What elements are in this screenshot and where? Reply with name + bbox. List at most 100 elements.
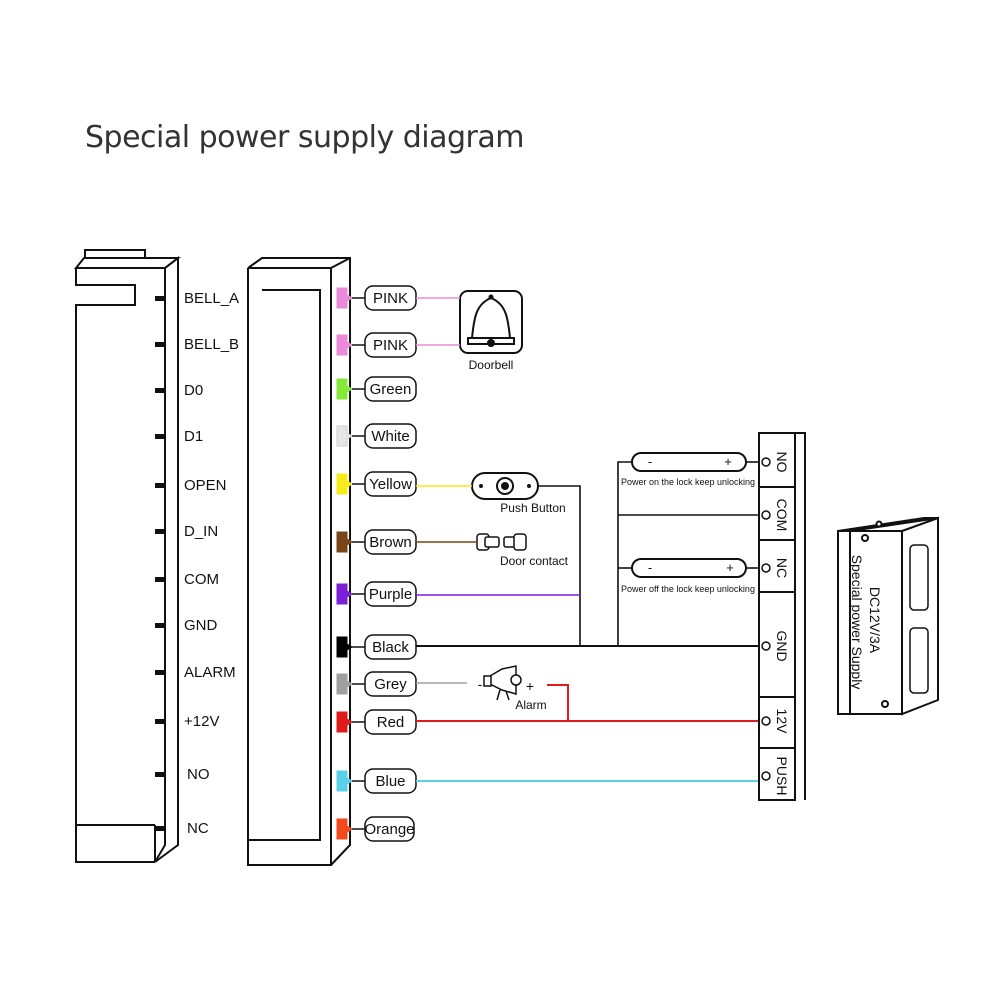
wire-label: PINK xyxy=(373,290,408,307)
reader-housing xyxy=(73,249,181,863)
wire-label-box xyxy=(364,376,417,402)
alarm-plus-wire xyxy=(547,684,759,722)
push-button-return xyxy=(538,485,581,646)
terminal-label-com: COM xyxy=(184,571,219,588)
doorbell-label: Doorbell xyxy=(469,358,514,372)
screw-terminal-icon xyxy=(761,457,771,467)
wire-label-box xyxy=(364,423,417,449)
alarm-siren: - + Alarm xyxy=(478,665,547,712)
terminal-tick xyxy=(155,623,164,628)
terminal-label-12v: +12V xyxy=(184,713,219,730)
wire-blue-10: Blue xyxy=(336,768,417,794)
wire-label: Grey xyxy=(374,676,407,693)
door-contact-label: Door contact xyxy=(500,554,569,568)
terminal-tick xyxy=(155,342,164,347)
terminal-tick xyxy=(155,529,164,534)
wire-color-marker xyxy=(336,770,353,792)
terminal-label-din: D_IN xyxy=(184,523,218,540)
wire-label-box xyxy=(364,816,415,842)
wire-label-box xyxy=(364,581,417,607)
terminal-tick xyxy=(155,296,164,301)
wire-brown-5: Brown xyxy=(336,529,417,555)
siren-icon xyxy=(483,665,522,701)
wire-color-marker xyxy=(336,473,353,495)
lock-on-minus: - xyxy=(648,454,652,469)
wire-grey-8: Grey xyxy=(336,671,417,697)
power-supply-box xyxy=(837,516,939,716)
power-supply-name: Special power Supply xyxy=(849,555,865,690)
lock-power-on: - + Power on the lock keep unlocking xyxy=(621,452,755,487)
screw-icon xyxy=(861,534,869,542)
wire-color-marker xyxy=(336,425,353,447)
wire-label-box xyxy=(364,671,417,697)
wire-connectors: PINKPINKGreenWhiteYellowBrownPurpleBlack… xyxy=(336,285,417,842)
screw-terminal-icon xyxy=(761,641,771,651)
lock-off-caption: Power off the lock keep unlocking xyxy=(621,584,755,594)
wire-label: Yellow xyxy=(369,476,412,493)
terminal-tick xyxy=(155,772,164,777)
wire-red-9: Red xyxy=(336,709,417,735)
screw-terminal-icon xyxy=(761,771,771,781)
wire-black-7: Black xyxy=(336,634,417,660)
terminal-tick xyxy=(155,434,164,439)
terminal-labels: BELL_ABELL_BD0D1OPEND_INCOMGNDALARM+12VN… xyxy=(155,290,239,837)
wire-label: Blue xyxy=(375,773,405,790)
terminal-tick xyxy=(155,670,164,675)
wire-color-marker xyxy=(336,334,353,356)
power-terminal-gnd: GND xyxy=(774,630,790,661)
wiring-lines xyxy=(416,297,759,782)
screw-terminal-icon xyxy=(761,563,771,573)
power-terminal-strip xyxy=(758,432,806,801)
alarm-label: Alarm xyxy=(515,698,546,712)
lock-power-off: - + Power off the lock keep unlocking xyxy=(621,558,755,594)
wire-color-marker xyxy=(336,636,353,658)
power-terminal-12v: 12V xyxy=(774,709,790,735)
wire-pink-1: PINK xyxy=(336,332,417,358)
terminal-label-bellb: BELL_B xyxy=(184,336,239,353)
wire-yellow-4: Yellow xyxy=(336,471,417,497)
terminal-label-open: OPEN xyxy=(184,477,227,494)
lock-off-plus: + xyxy=(726,560,734,575)
terminal-label-alarm: ALARM xyxy=(184,664,236,681)
terminal-label-nc: NC xyxy=(187,820,209,837)
push-button: Push Button xyxy=(471,472,566,515)
terminal-label-d0: D0 xyxy=(184,382,203,399)
lock-network-left xyxy=(617,461,632,646)
page-title: Special power supply diagram xyxy=(85,120,525,155)
screw-icon xyxy=(875,520,883,528)
wire-label-box xyxy=(364,471,417,497)
power-terminal-no: NO xyxy=(774,452,790,473)
alarm-plus: + xyxy=(526,678,534,694)
terminal-tick xyxy=(155,719,164,724)
power-terminal-push: PUSH xyxy=(774,757,790,796)
wire-label: Brown xyxy=(369,534,412,551)
terminal-label-d1: D1 xyxy=(184,428,203,445)
lock-off-minus: - xyxy=(648,560,652,575)
bell-icon xyxy=(467,294,515,347)
screw-terminal-icon xyxy=(761,716,771,726)
wire-label: Red xyxy=(377,714,405,731)
wire-white-3: White xyxy=(336,423,417,449)
terminal-tick xyxy=(155,483,164,488)
terminal-label-bella: BELL_A xyxy=(184,290,239,307)
terminal-tick xyxy=(155,826,164,831)
lock-on-caption: Power on the lock keep unlocking xyxy=(621,477,755,487)
screw-icon xyxy=(881,700,889,708)
wire-orange-11: Orange xyxy=(336,816,415,842)
wire-label: Black xyxy=(372,639,409,656)
wire-label: Purple xyxy=(369,586,412,603)
wire-color-marker xyxy=(336,583,353,605)
wire-color-marker xyxy=(336,531,353,553)
terminal-label-no: NO xyxy=(187,766,210,783)
wire-color-marker xyxy=(336,711,353,733)
wire-color-marker xyxy=(336,818,353,840)
terminal-tick xyxy=(155,577,164,582)
power-terminal-nc: NC xyxy=(774,558,790,578)
wire-purple-6: Purple xyxy=(336,581,417,607)
wire-label: Orange xyxy=(364,821,414,838)
alarm-minus: - xyxy=(478,676,483,692)
controller-board xyxy=(247,257,351,866)
lock-on-plus: + xyxy=(724,454,732,469)
